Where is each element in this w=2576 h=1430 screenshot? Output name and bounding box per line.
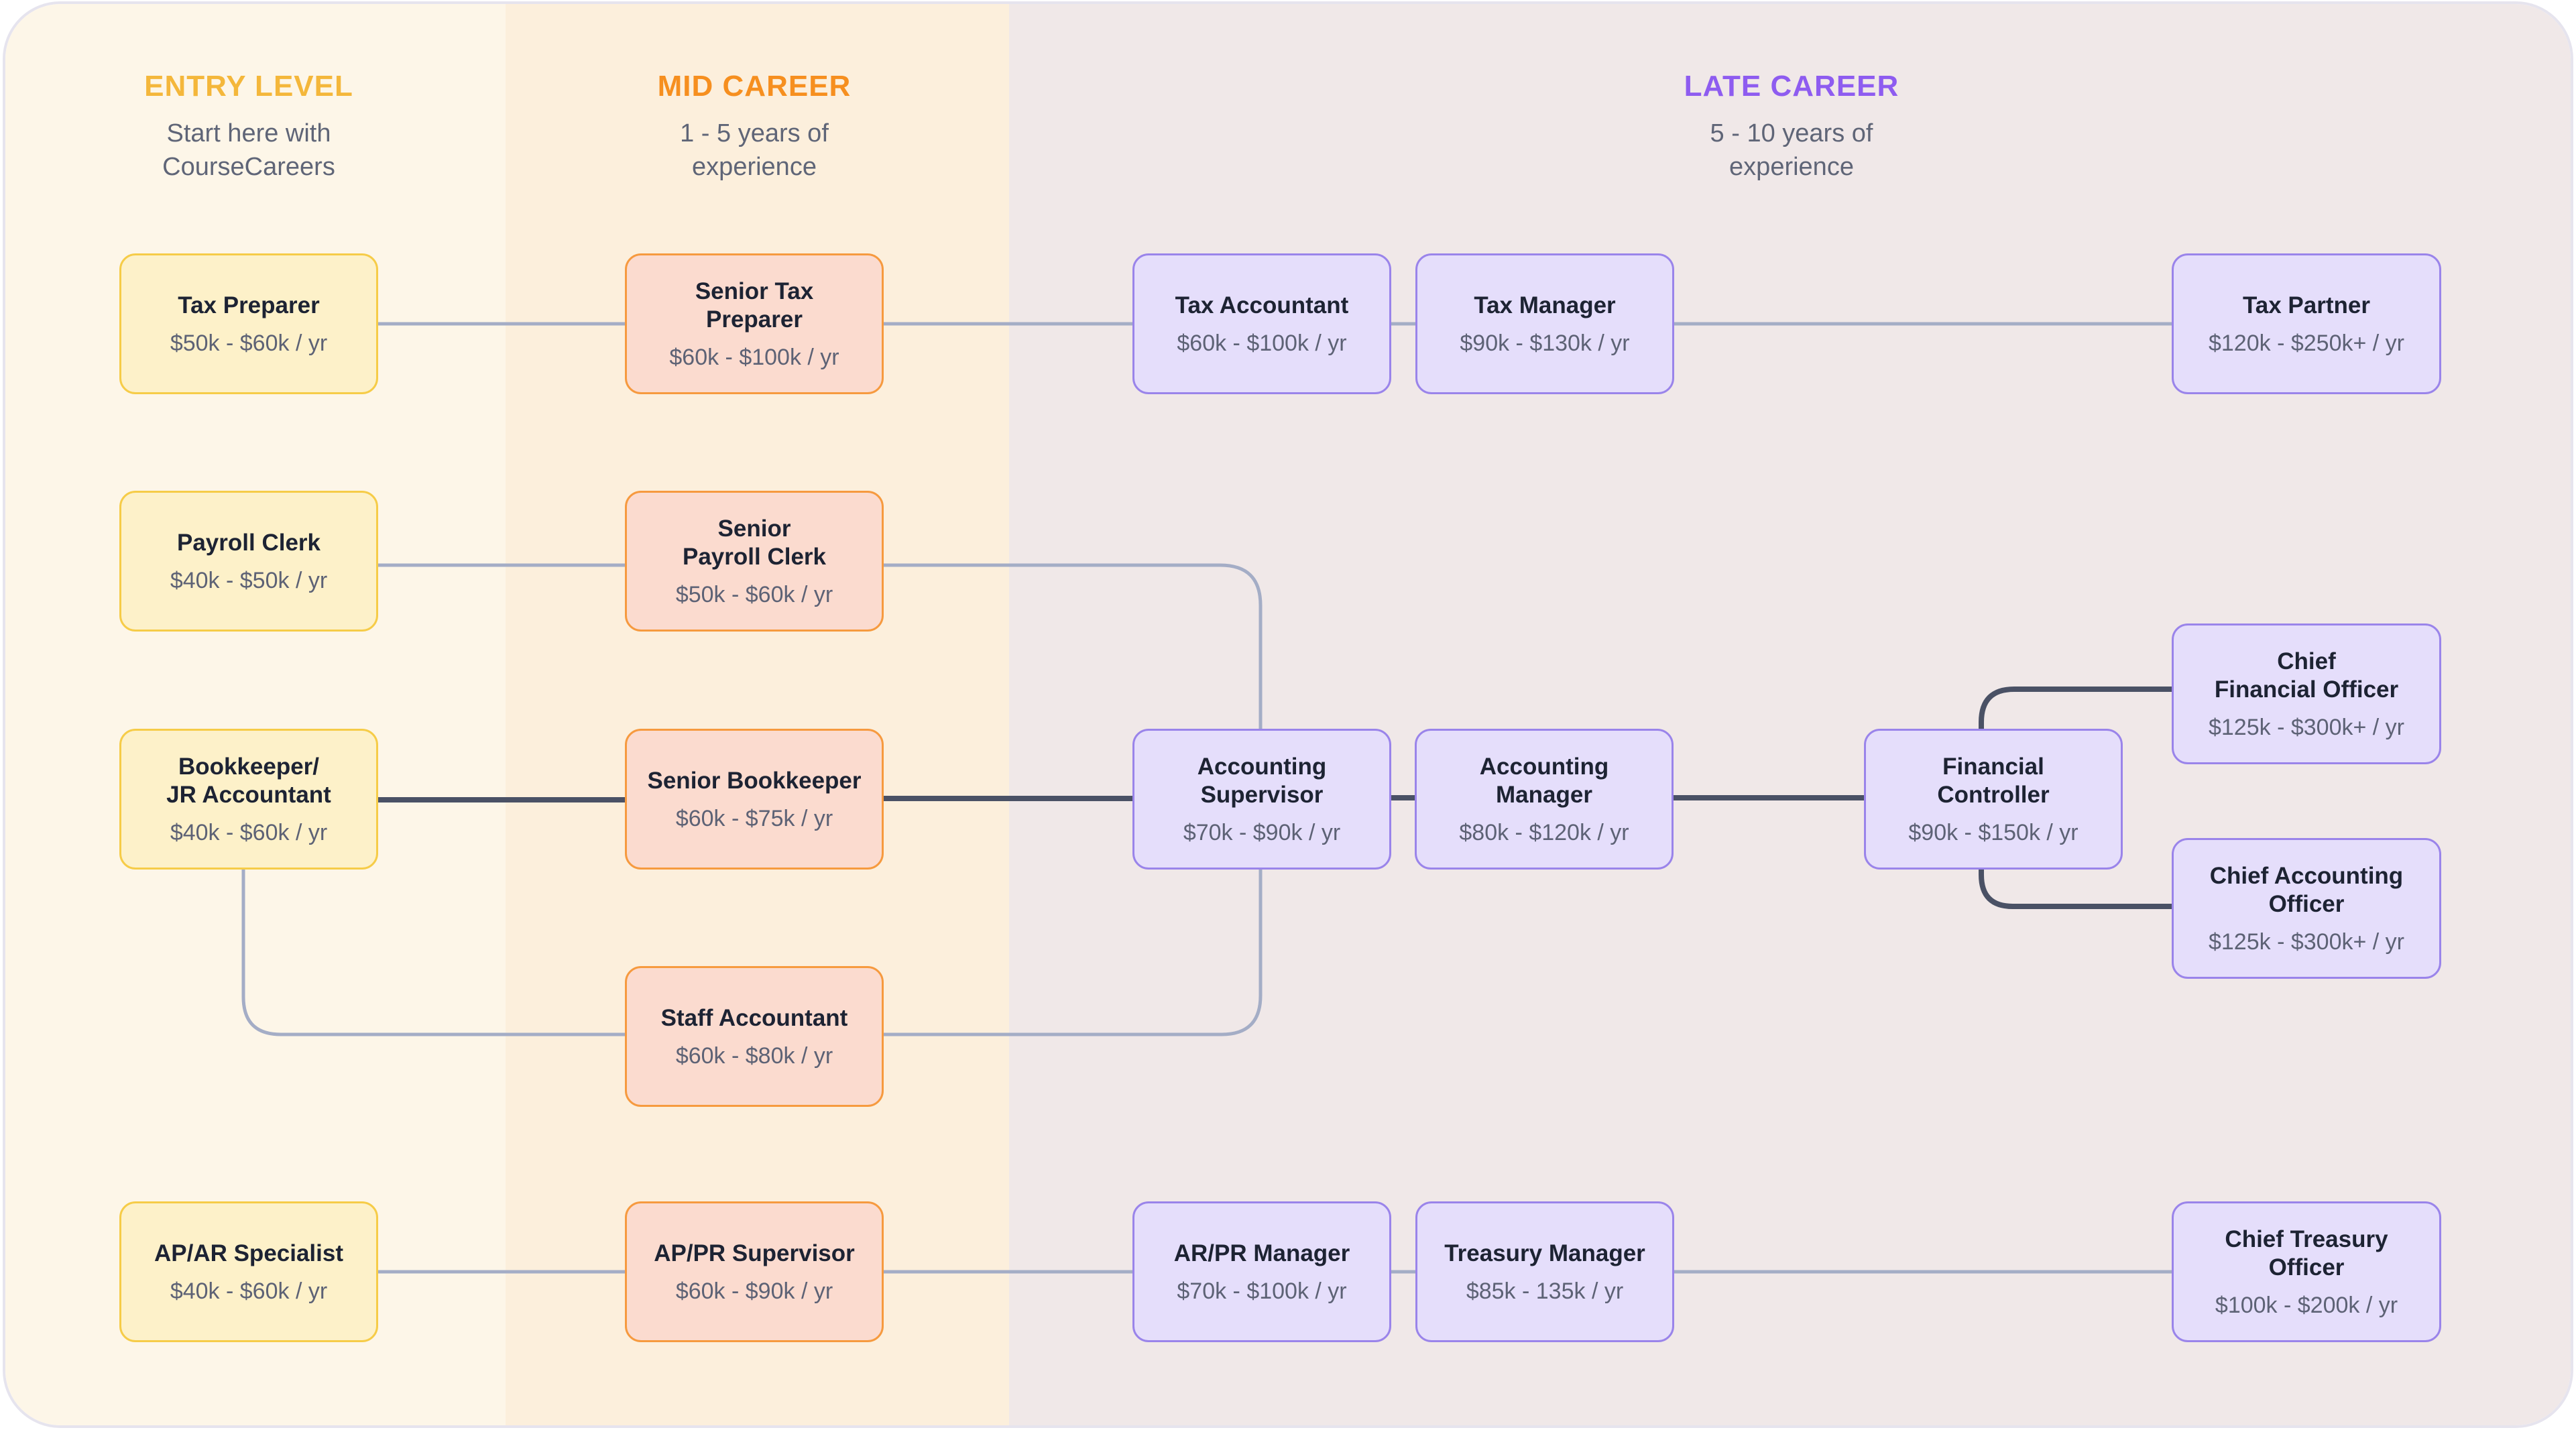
node-financial-controller: Financial Controller $90k - $150k / yr (1864, 729, 2123, 870)
node-salary: $50k - $60k / yr (675, 581, 833, 607)
node-salary: $120k - $250k+ / yr (2208, 330, 2404, 356)
node-salary: $100k - $200k / yr (2215, 1292, 2398, 1318)
node-salary: $40k - $60k / yr (170, 1278, 328, 1304)
node-title: Payroll Clerk (177, 529, 320, 556)
column-header-entry: ENTRY LEVEL Start here with CourseCareer… (115, 70, 383, 184)
node-title: Chief Treasury Officer (2225, 1226, 2388, 1280)
node-salary: $125k - $300k+ / yr (2208, 929, 2404, 955)
node-title: AP/PR Supervisor (654, 1240, 855, 1266)
node-tax-preparer: Tax Preparer $50k - $60k / yr (119, 253, 378, 394)
node-salary: $60k - $100k / yr (1177, 330, 1347, 356)
node-salary: $85k - 135k / yr (1466, 1278, 1624, 1304)
node-treasury-manager: Treasury Manager $85k - 135k / yr (1415, 1201, 1674, 1342)
node-ap-ar-specialist: AP/AR Specialist $40k - $60k / yr (119, 1201, 378, 1342)
node-title: Tax Preparer (178, 292, 320, 318)
node-chief-accounting-officer: Chief Accounting Officer $125k - $300k+ … (2172, 838, 2441, 979)
node-salary: $60k - $100k / yr (669, 344, 839, 370)
column-subtitle-mid: 1 - 5 years of experience (680, 119, 829, 181)
entry-level-band (5, 4, 506, 1425)
node-salary: $70k - $100k / yr (1177, 1278, 1347, 1304)
node-salary: $50k - $60k / yr (170, 330, 328, 356)
node-ap-pr-supervisor: AP/PR Supervisor $60k - $90k / yr (625, 1201, 884, 1342)
node-title: Bookkeeper/ JR Accountant (166, 753, 331, 808)
column-header-late: LATE CAREER 5 - 10 years of experience (1657, 70, 1926, 184)
column-header-mid: MID CAREER 1 - 5 years of experience (620, 70, 888, 184)
node-title: Tax Partner (2243, 292, 2370, 318)
connector-senior-payroll-clerk-to-accounting-supervisor (880, 563, 1263, 731)
node-salary: $90k - $130k / yr (1460, 330, 1630, 356)
node-title: AR/PR Manager (1173, 1240, 1350, 1266)
node-chief-financial-officer: Chief Financial Officer $125k - $300k+ /… (2172, 623, 2441, 764)
node-title: Tax Manager (1474, 292, 1616, 318)
node-title: Accounting Supervisor (1197, 753, 1327, 808)
node-salary: $60k - $90k / yr (675, 1278, 833, 1304)
column-title-mid: MID CAREER (657, 70, 852, 103)
node-title: Tax Accountant (1175, 292, 1349, 318)
node-tax-manager: Tax Manager $90k - $130k / yr (1415, 253, 1674, 394)
node-salary: $40k - $60k / yr (170, 819, 328, 845)
node-accounting-supervisor: Accounting Supervisor $70k - $90k / yr (1132, 729, 1391, 870)
node-title: Financial Controller (1937, 753, 2050, 808)
node-accounting-manager: Accounting Manager $80k - $120k / yr (1415, 729, 1674, 870)
node-salary: $70k - $90k / yr (1183, 819, 1341, 845)
node-salary: $125k - $300k+ / yr (2208, 714, 2404, 740)
node-payroll-clerk: Payroll Clerk $40k - $50k / yr (119, 491, 378, 632)
node-title: Staff Accountant (660, 1004, 848, 1031)
node-title: Chief Accounting Officer (2209, 862, 2404, 917)
node-salary: $60k - $75k / yr (675, 805, 833, 831)
node-salary: $90k - $150k / yr (1908, 819, 2079, 845)
connector-bookkeeper-to-staff-accountant (241, 866, 628, 1036)
node-senior-tax-preparer: Senior Tax Preparer $60k - $100k / yr (625, 253, 884, 394)
node-ar-pr-manager: AR/PR Manager $70k - $100k / yr (1132, 1201, 1391, 1342)
node-title: Treasury Manager (1444, 1240, 1645, 1266)
column-subtitle-entry: Start here with CourseCareers (162, 119, 335, 181)
node-salary: $80k - $120k / yr (1459, 819, 1629, 845)
column-title-late: LATE CAREER (1684, 70, 1899, 103)
node-title: AP/AR Specialist (154, 1240, 344, 1266)
mid-career-band (506, 4, 1009, 1425)
node-title: Senior Payroll Clerk (683, 515, 826, 570)
node-senior-payroll-clerk: Senior Payroll Clerk $50k - $60k / yr (625, 491, 884, 632)
node-salary: $60k - $80k / yr (675, 1042, 833, 1069)
node-bookkeeper: Bookkeeper/ JR Accountant $40k - $60k / … (119, 729, 378, 870)
node-tax-accountant: Tax Accountant $60k - $100k / yr (1132, 253, 1391, 394)
node-title: Senior Bookkeeper (647, 767, 862, 794)
node-senior-bookkeeper: Senior Bookkeeper $60k - $75k / yr (625, 729, 884, 870)
node-title: Senior Tax Preparer (695, 278, 814, 333)
node-staff-accountant: Staff Accountant $60k - $80k / yr (625, 966, 884, 1107)
connector-financial-controller-to-cfo (1979, 687, 2175, 731)
node-title: Chief Financial Officer (2214, 648, 2399, 703)
node-chief-treasury-officer: Chief Treasury Officer $100k - $200k / y… (2172, 1201, 2441, 1342)
node-salary: $40k - $50k / yr (170, 567, 328, 593)
node-title: Accounting Manager (1479, 753, 1609, 808)
node-tax-partner: Tax Partner $120k - $250k+ / yr (2172, 253, 2441, 394)
column-title-entry: ENTRY LEVEL (144, 70, 353, 103)
column-subtitle-late: 5 - 10 years of experience (1710, 119, 1873, 181)
connector-staff-accountant-to-accounting-supervisor (880, 866, 1263, 1036)
connector-financial-controller-to-cao (1979, 866, 2175, 909)
